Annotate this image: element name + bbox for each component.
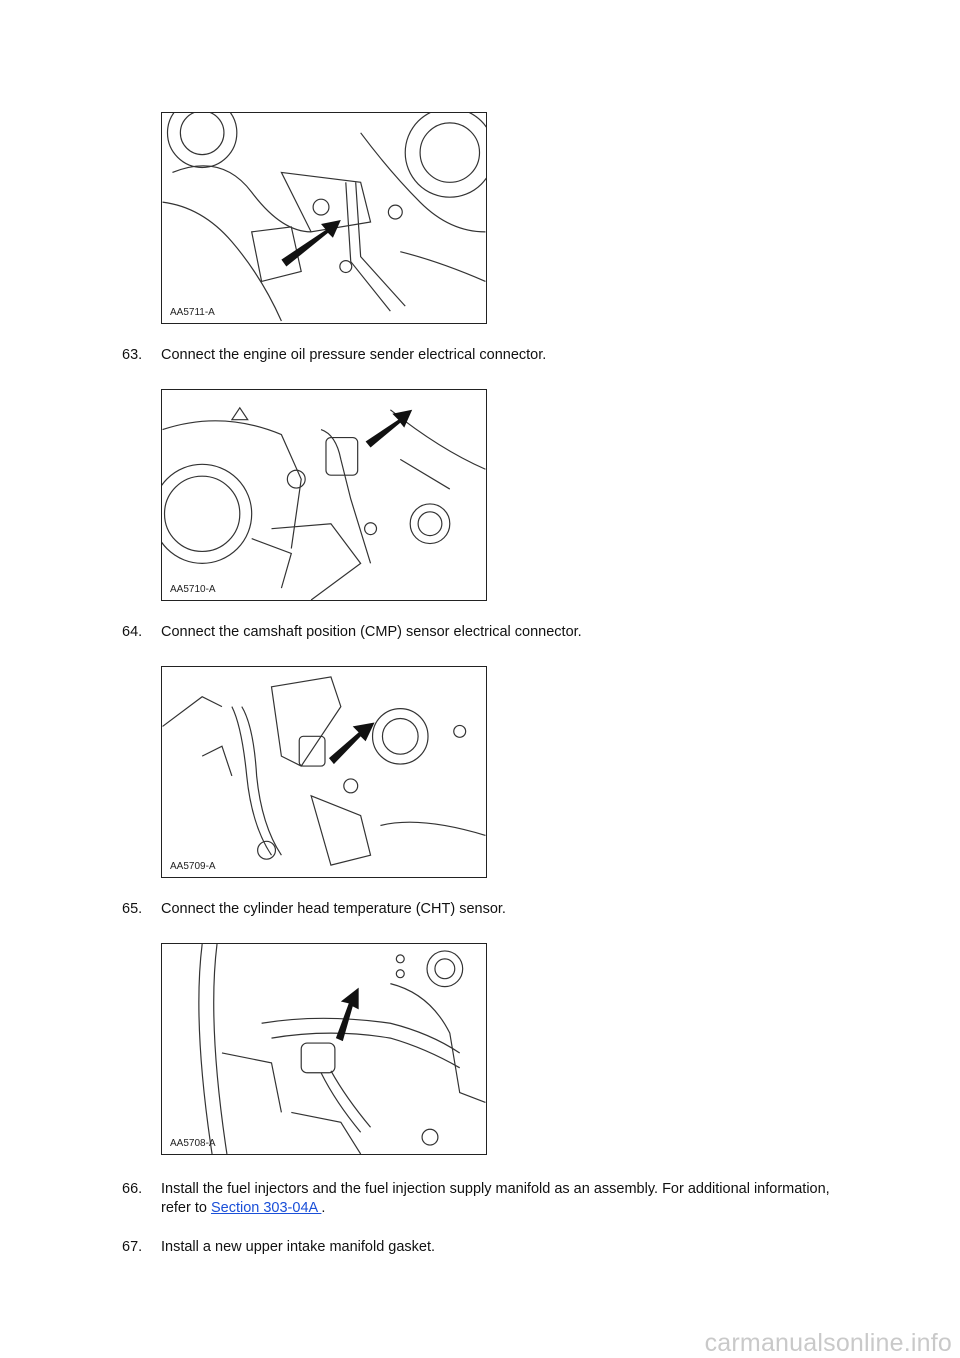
step-text: Install the fuel injectors and the fuel … bbox=[161, 1180, 841, 1218]
figure-code: AA5708-A bbox=[170, 1138, 216, 1149]
step-number: 65. bbox=[122, 901, 143, 917]
step-number: 64. bbox=[122, 624, 143, 640]
figure-aa5708: AA5708-A bbox=[161, 943, 487, 1155]
step-text: Install a new upper intake manifold gask… bbox=[161, 1239, 436, 1255]
figure-code: AA5709-A bbox=[170, 861, 216, 872]
watermark: carmanualsonline.info bbox=[704, 1329, 952, 1357]
engine-illustration-oil-pressure bbox=[162, 113, 486, 322]
step-number: 67. bbox=[122, 1239, 143, 1255]
step-text-before: Install the fuel injectors and the fuel … bbox=[161, 1181, 830, 1216]
step-number: 63. bbox=[122, 347, 143, 363]
section-303-04a-link[interactable]: Section 303-04A bbox=[210, 1200, 322, 1216]
figure-code: AA5710-A bbox=[170, 584, 216, 595]
step-text: Connect the cylinder head temperature (C… bbox=[161, 901, 506, 917]
figure-code: AA5711-A bbox=[170, 307, 215, 318]
figure-aa5711: AA5711-A bbox=[161, 112, 487, 324]
step-text-after: . bbox=[321, 1200, 326, 1216]
engine-illustration-harness-connector bbox=[198, 944, 486, 1154]
step-text: Connect the camshaft position (CMP) sens… bbox=[161, 624, 582, 640]
step-text: Connect the engine oil pressure sender e… bbox=[161, 347, 547, 363]
step-number: 66. bbox=[122, 1181, 143, 1197]
figure-aa5710: AA5710-A bbox=[161, 389, 487, 601]
engine-illustration-cmp-sensor bbox=[162, 406, 486, 600]
figure-aa5709: AA5709-A bbox=[161, 666, 487, 878]
engine-illustration-cht-sensor bbox=[162, 676, 486, 866]
